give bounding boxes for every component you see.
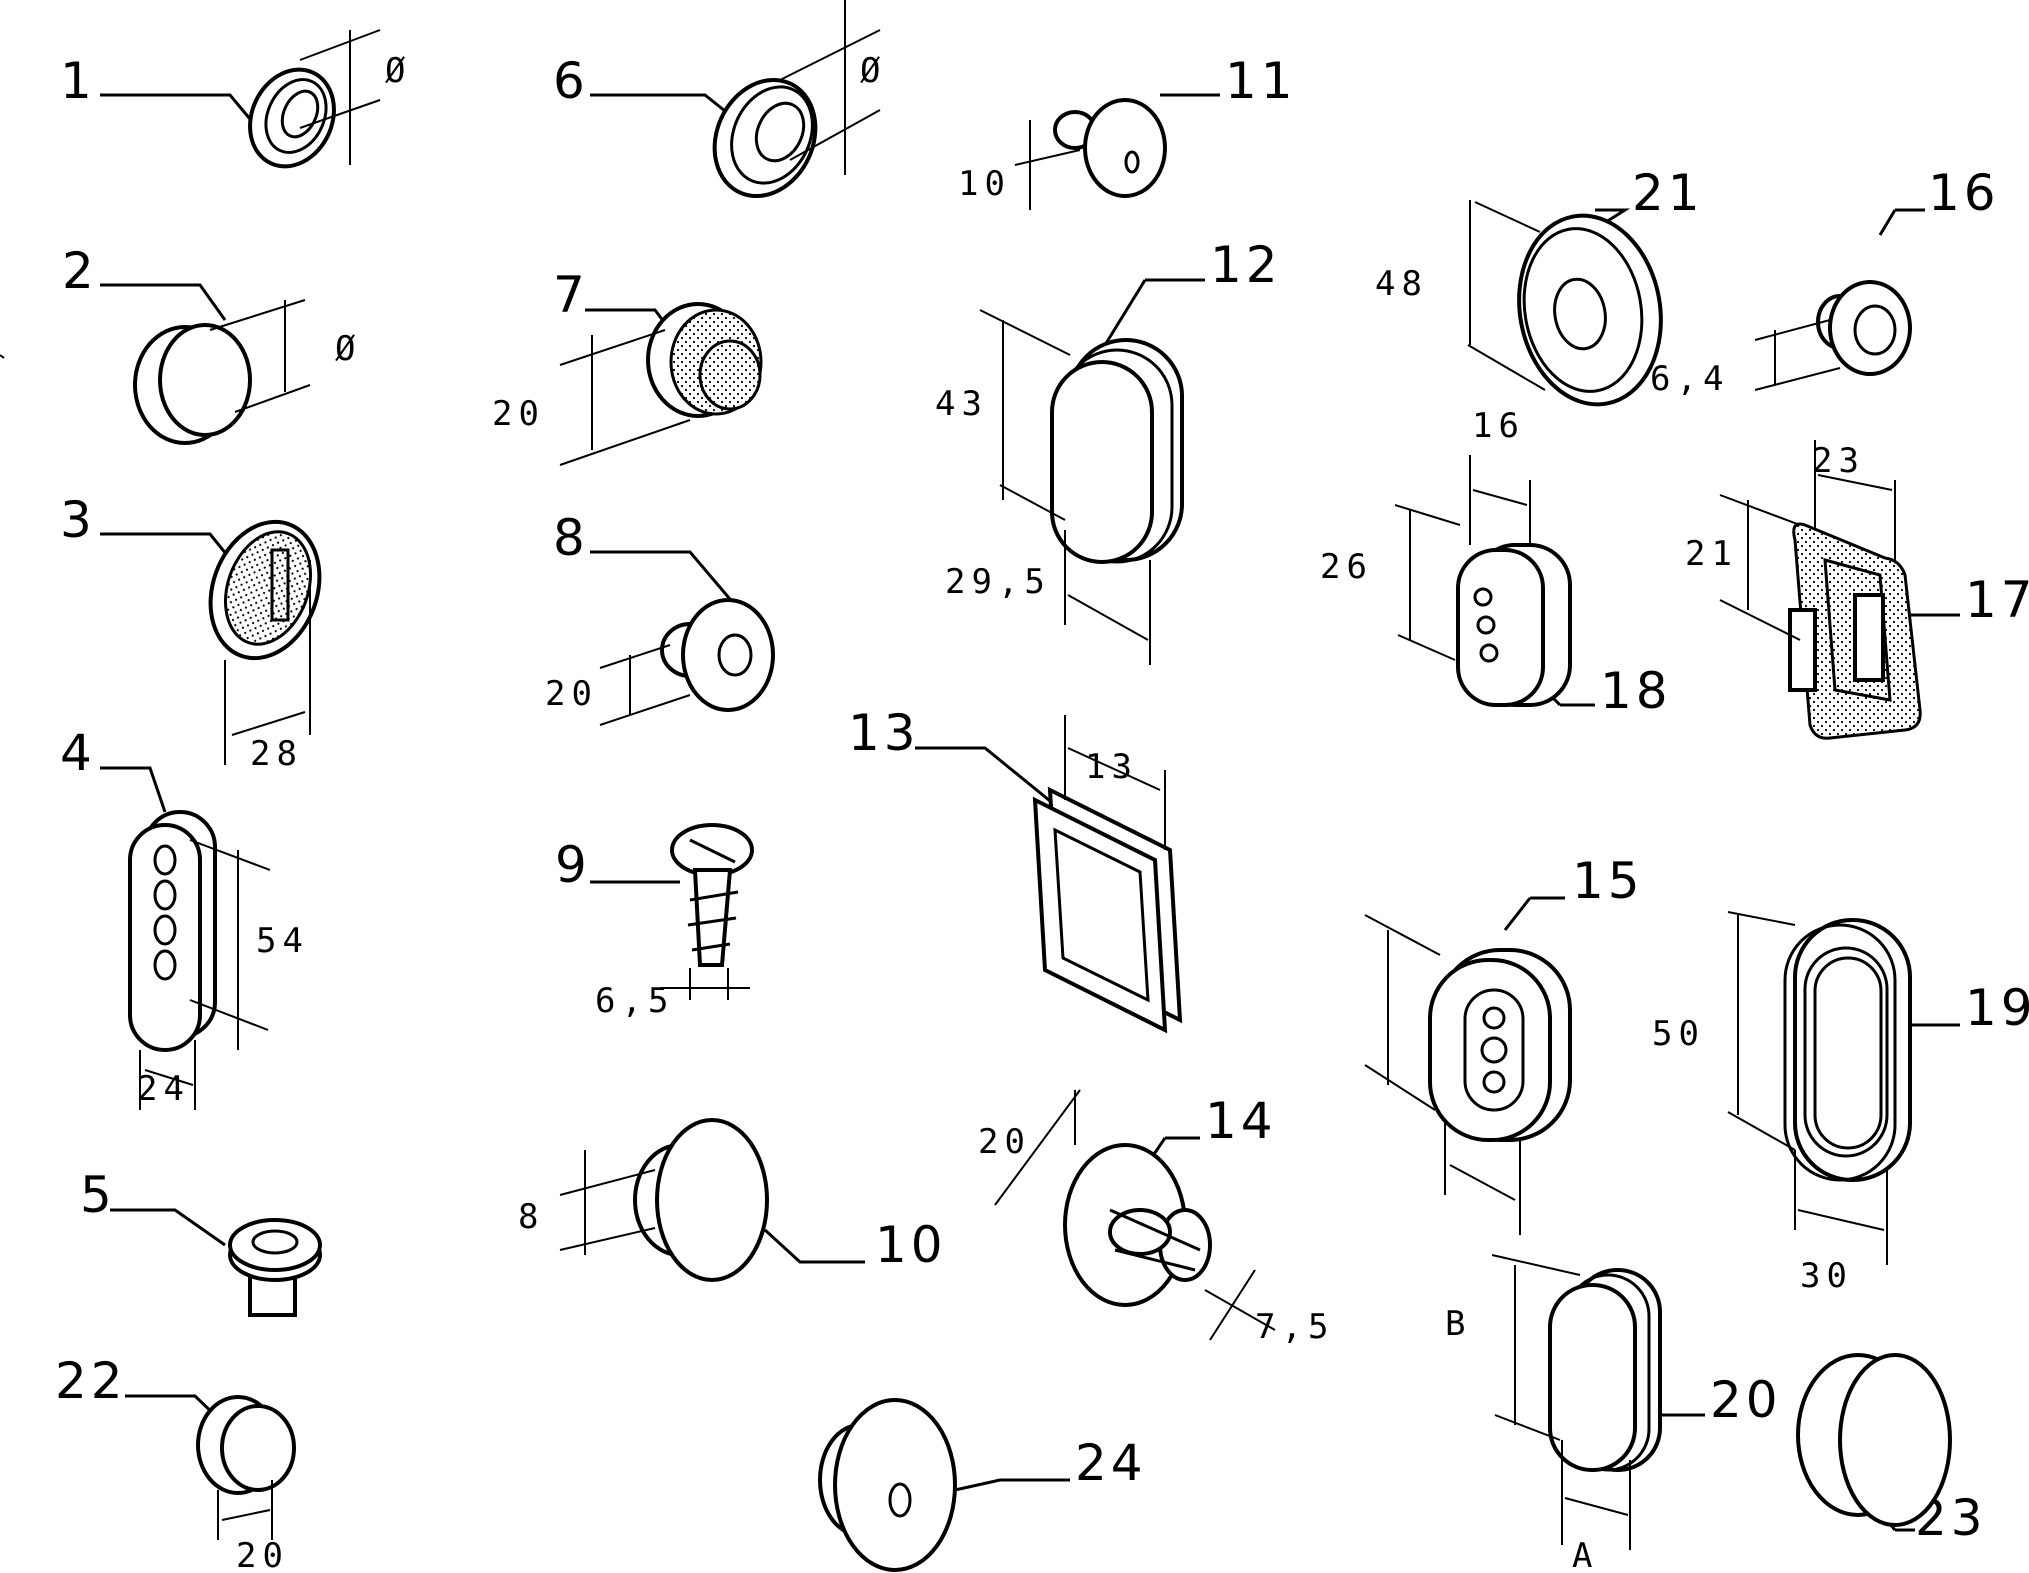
callout-21: 21: [1632, 164, 1704, 222]
callout-9: 9: [555, 836, 591, 894]
dim-14a: 20: [978, 1122, 1031, 1162]
part-23: 23: [1796, 1353, 1983, 1547]
dim-12a: 43: [935, 384, 988, 424]
callout-12: 12: [1210, 236, 1282, 294]
part-12: 12 43 29,5: [935, 236, 1282, 665]
dim-11: 10: [958, 164, 1011, 204]
dim-1: Ø: [385, 51, 411, 91]
dim-8: 20: [545, 674, 598, 714]
dim-14b: 7,5: [1255, 1307, 1334, 1347]
callout-22: 22: [55, 1352, 127, 1410]
dim-17a: 23: [1812, 441, 1865, 481]
dim-4a: 54: [256, 921, 309, 961]
callout-20: 20: [1710, 1371, 1782, 1429]
callout-15: 15: [1572, 852, 1644, 910]
dim-18b: 26: [1320, 547, 1373, 587]
callout-16: 16: [1928, 164, 2000, 222]
dim-9: 6,5: [595, 981, 674, 1021]
callout-8: 8: [553, 509, 589, 567]
part-17: 17 23 21: [1685, 440, 2029, 740]
dim-20b: A: [1572, 1536, 1598, 1573]
part-3: 3 28: [60, 491, 322, 774]
callout-7: 7: [553, 266, 589, 324]
part-22: 22 20: [55, 1352, 296, 1573]
dim-18a: 16: [1472, 406, 1525, 446]
part-9: 9 6,5: [555, 823, 754, 1021]
callout-6: 6: [553, 52, 589, 110]
dim-12b: 29,5: [945, 562, 1051, 602]
part-8: 8 20: [545, 509, 775, 726]
dim-19a: 50: [1652, 1014, 1705, 1054]
part-13: 13 13: [848, 704, 1183, 1034]
part-19: 19 50 30: [1652, 911, 2029, 1296]
dim-3: 28: [250, 734, 303, 774]
edge-mark: [0, 354, 5, 359]
part-11: 11 10: [958, 52, 1297, 210]
part-6: 6 Ø: [553, 0, 886, 199]
part-16: 16 6,4: [1650, 164, 2000, 399]
part-7: 7 20: [492, 266, 763, 466]
callout-4: 4: [60, 724, 96, 782]
part-1: 1 Ø: [60, 29, 411, 169]
dim-2: Ø: [335, 329, 361, 369]
part-24: 24: [818, 1398, 1147, 1572]
dim-4b: 24: [137, 1069, 190, 1109]
callout-5: 5: [80, 1166, 116, 1224]
callout-1: 1: [60, 52, 96, 110]
callout-17: 17: [1965, 571, 2029, 629]
callout-10: 10: [875, 1216, 947, 1274]
callout-14: 14: [1205, 1092, 1277, 1150]
part-10: 10 8: [518, 1118, 947, 1282]
dim-10: 8: [518, 1197, 544, 1237]
dim-7: 20: [492, 394, 545, 434]
dim-21: 48: [1375, 264, 1428, 304]
dim-19b: 30: [1800, 1256, 1853, 1296]
part-2: 2 Ø: [62, 242, 361, 445]
callout-2: 2: [62, 242, 98, 300]
part-21: 21 48: [1375, 164, 1704, 407]
callout-13: 13: [848, 704, 920, 762]
dim-20a: B: [1445, 1304, 1471, 1344]
part-14: 14 20 7,5: [978, 1089, 1334, 1347]
callout-19: 19: [1965, 979, 2029, 1037]
dim-13: 13: [1085, 747, 1138, 787]
part-15: 15: [1364, 852, 1644, 1235]
callout-18: 18: [1600, 662, 1672, 720]
part-4: 4 54 24: [60, 724, 309, 1110]
part-20: 20 B A: [1445, 1254, 1782, 1573]
dim-22: 20: [236, 1536, 289, 1573]
dim-17b: 21: [1685, 534, 1738, 574]
part-18: 18 16 26: [1320, 406, 1672, 720]
callout-3: 3: [60, 491, 96, 549]
callout-24: 24: [1075, 1434, 1147, 1492]
dim-6: Ø: [860, 51, 886, 91]
callout-11: 11: [1225, 52, 1297, 110]
part-5: 5: [80, 1166, 322, 1317]
dim-16: 6,4: [1650, 359, 1729, 399]
